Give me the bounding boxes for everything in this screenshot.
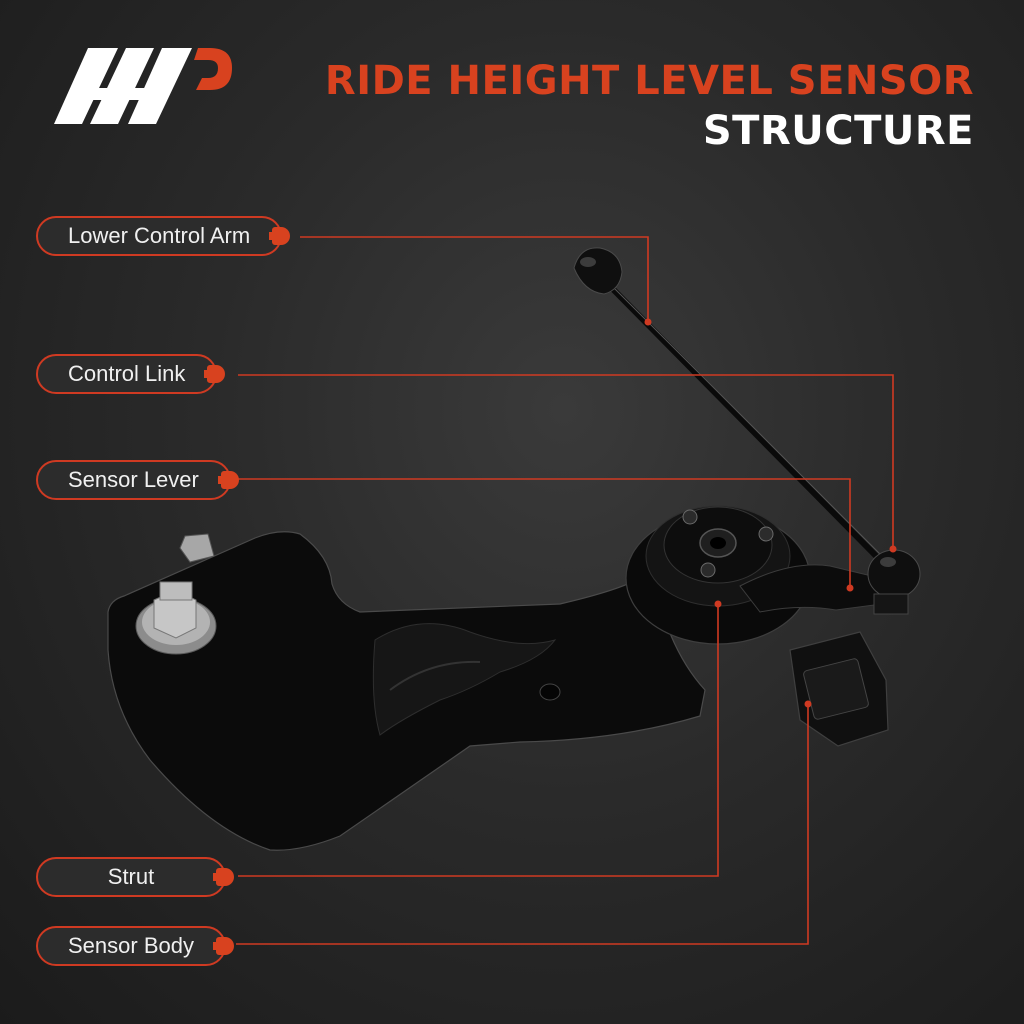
callout-marker-icon xyxy=(217,471,239,489)
callout-label: Sensor Body xyxy=(68,933,194,958)
callout-lower-control-arm: Lower Control Arm xyxy=(36,216,291,256)
callout-marker-icon xyxy=(204,365,226,383)
callout-marker-icon xyxy=(212,937,234,955)
callout-sensor-lever: Sensor Lever xyxy=(36,460,239,500)
callout-strut: Strut xyxy=(36,857,234,897)
callout-label: Sensor Lever xyxy=(68,467,199,492)
callout-label: Lower Control Arm xyxy=(68,223,251,248)
title-line2: STRUCTURE xyxy=(702,108,974,154)
callout-marker-icon xyxy=(269,227,291,245)
brand-logo xyxy=(54,48,232,124)
callout-sensor-body: Sensor Body xyxy=(36,926,234,966)
title-line1: RIDE HEIGHT LEVEL SENSOR xyxy=(324,58,974,104)
callout-marker-icon xyxy=(213,868,234,886)
callout-label: Strut xyxy=(107,864,155,889)
callout-control-link: Control Link xyxy=(36,354,226,394)
callout-label: Control Link xyxy=(68,361,186,386)
